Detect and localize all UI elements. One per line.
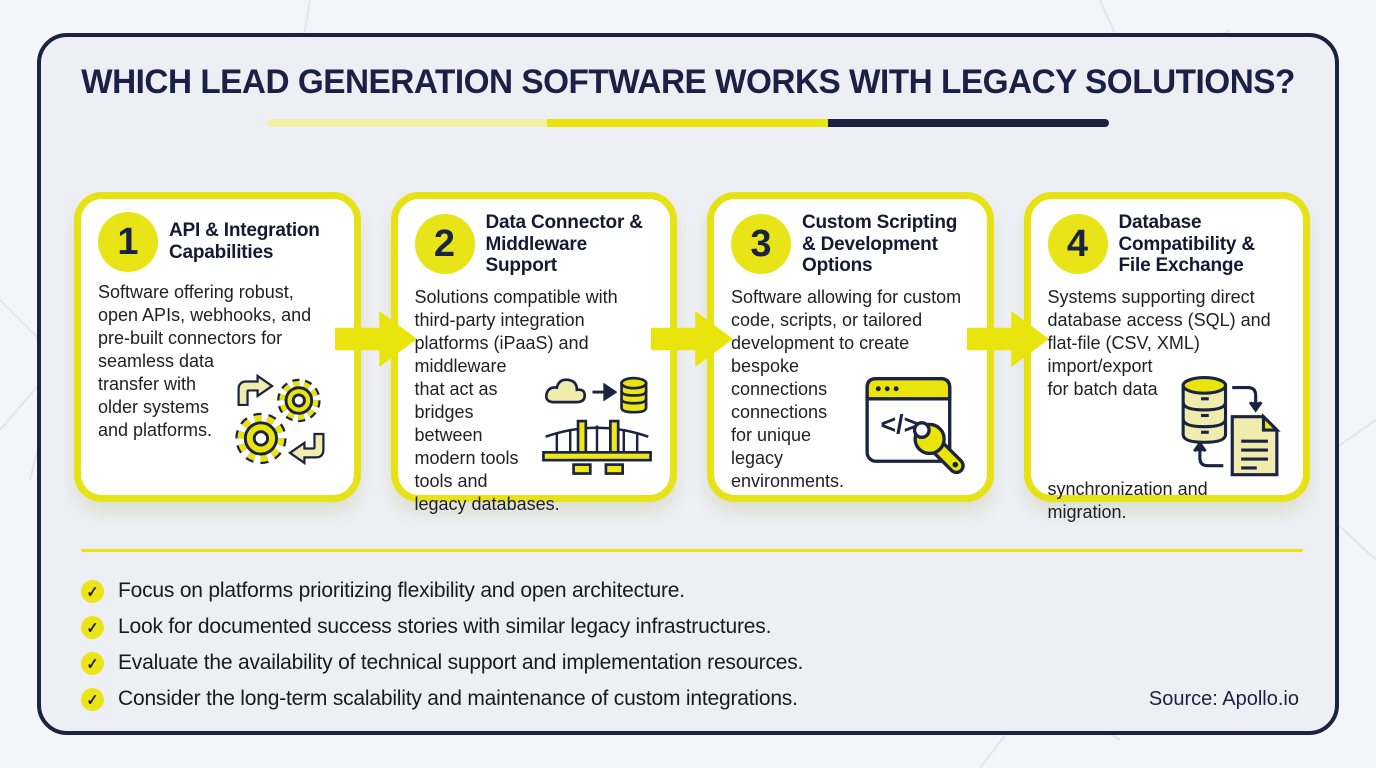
card-title: Custom Scripting & Development Options — [802, 212, 958, 277]
page-title: WHICH LEAD GENERATION SOFTWARE WORKS WIT… — [81, 63, 1295, 101]
checklist-item-text: Look for documented success stories with… — [118, 615, 772, 638]
check-icon: ✓ — [80, 686, 105, 712]
cloud-database-bridge-icon — [533, 366, 653, 478]
checklist: ✓ Focus on platforms prioritizing flexib… — [80, 578, 804, 712]
section-divider — [81, 549, 1303, 552]
step-number: 1 — [117, 220, 139, 263]
checklist-item: ✓ Consider the long-term scalability and… — [80, 686, 803, 712]
check-icon: ✓ — [80, 578, 105, 604]
card-header: 4 Database Compatibility & File Exchange — [1047, 212, 1287, 277]
svg-text:</>: </> — [880, 409, 919, 439]
step-number-badge: 1 — [98, 212, 158, 272]
card-title: API & Integration Capabilities — [169, 220, 320, 263]
gears-sync-icon — [217, 361, 337, 473]
card-header: 3 Custom Scripting & Development Options — [731, 212, 970, 277]
card-title: Data Connector & Middleware Support — [485, 212, 643, 277]
card-body: Systems supporting direct database acces… — [1048, 286, 1287, 524]
card-body: Solutions compatible with third-party in… — [415, 286, 654, 516]
underline-segment-yellow — [547, 119, 828, 127]
database-file-sync-icon — [1166, 366, 1286, 478]
card-body: Software offering robust, open APIs, web… — [98, 281, 337, 466]
underline-segment-navy — [828, 119, 1109, 127]
infographic-frame: WHICH LEAD GENERATION SOFTWARE WORKS WIT… — [37, 33, 1339, 735]
step-number: 4 — [1066, 222, 1089, 265]
step-number-badge: 4 — [1047, 214, 1108, 275]
card-data-connector: 2 Data Connector & Middleware Support — [390, 192, 677, 514]
card-header: 1 API & Integration Capabilities — [98, 212, 337, 272]
code-window-wrench-icon: </> — [850, 366, 970, 478]
step-number: 3 — [750, 222, 772, 265]
checklist-item-text: Consider the long-term scalability and m… — [118, 687, 798, 710]
card-description: Software allowing for custom code, scrip… — [731, 286, 962, 491]
step-number: 2 — [433, 222, 456, 265]
card-title: Database Compatibility & File Exchange — [1118, 212, 1256, 277]
underline-segment-pale — [267, 119, 547, 127]
card-description: Solutions compatible with third-party in… — [414, 286, 618, 514]
card-api-integration: 1 API & Integration Capabilities — [74, 192, 361, 502]
source-credit: Source: Apollo.io — [1148, 688, 1299, 710]
checklist-item-text: Focus on platforms prioritizing flexibil… — [118, 579, 685, 602]
card-description: Software offering robust, open APIs, web… — [98, 282, 312, 440]
title-underline-bar — [267, 119, 1109, 127]
card-body: </> Software allowing for custom code, s… — [731, 286, 970, 493]
card-header: 2 Data Connector & Middleware Support — [414, 212, 654, 277]
checklist-item: ✓ Evaluate the availability of technical… — [80, 650, 804, 676]
check-icon: ✓ — [80, 614, 105, 640]
checklist-item: ✓ Focus on platforms prioritizing flexib… — [80, 578, 803, 604]
card-database-compatibility: 4 Database Compatibility & File Exchange — [1023, 192, 1310, 522]
step-number-badge: 2 — [414, 214, 475, 275]
card-description: Systems supporting direct database acces… — [1047, 286, 1271, 522]
checklist-item-text: Evaluate the availability of technical s… — [118, 651, 804, 674]
card-custom-scripting: 3 Custom Scripting & Development Options… — [707, 192, 994, 502]
checklist-item: ✓ Look for documented success stories wi… — [80, 614, 803, 640]
step-number-badge: 3 — [731, 214, 791, 275]
check-icon: ✓ — [80, 650, 105, 676]
